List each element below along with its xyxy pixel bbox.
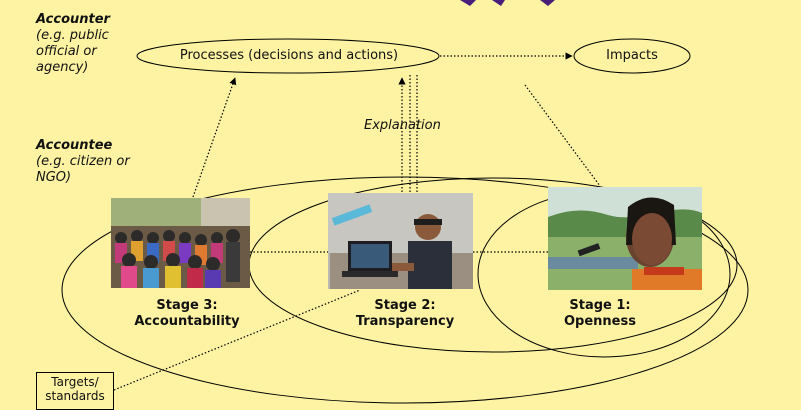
impacts-ellipse [573, 38, 691, 74]
accountee-title: Accountee [36, 138, 113, 153]
impacts-to-stage1-line [524, 84, 601, 187]
accounter-description: (e.g. public official or agency) [36, 28, 109, 75]
targets-to-stage2-line [113, 289, 361, 391]
explanation-label: Explanation [364, 118, 441, 133]
accountee-description: (e.g. citizen or NGO) [36, 154, 130, 185]
outer-ellipse [61, 176, 749, 404]
header-fragment [460, 0, 555, 6]
impacts-node-label: Impacts [606, 48, 658, 63]
stage3-label: Stage 3: Accountability [112, 298, 262, 330]
stage3-number: Stage 3: [156, 298, 218, 313]
stage1-name: Openness [564, 314, 636, 329]
accountee-label: Accountee (e.g. citizen or NGO) [36, 138, 146, 186]
stage2-number: Stage 2: [374, 298, 436, 313]
stage1-photo-woman-phone [548, 187, 702, 290]
stage1-number: Stage 1: [569, 298, 631, 313]
stage2-photo-computer [328, 193, 473, 289]
targets-standards-box: Targets/ standards [36, 372, 114, 410]
stage3-to-processes-arrow [192, 77, 237, 198]
stage3-name: Accountability [134, 314, 240, 329]
processes-node-label: Processes (decisions and actions) [179, 48, 399, 63]
accounter-label: Accounter (e.g. public official or agenc… [36, 12, 136, 76]
stage1-label: Stage 1: Openness [540, 298, 660, 330]
stage2-name: Transparency [355, 314, 455, 329]
processes-ellipse [136, 38, 440, 74]
stage3-photo-crowd [111, 198, 250, 288]
accounter-title: Accounter [36, 12, 110, 27]
stage2-label: Stage 2: Transparency [340, 298, 470, 330]
